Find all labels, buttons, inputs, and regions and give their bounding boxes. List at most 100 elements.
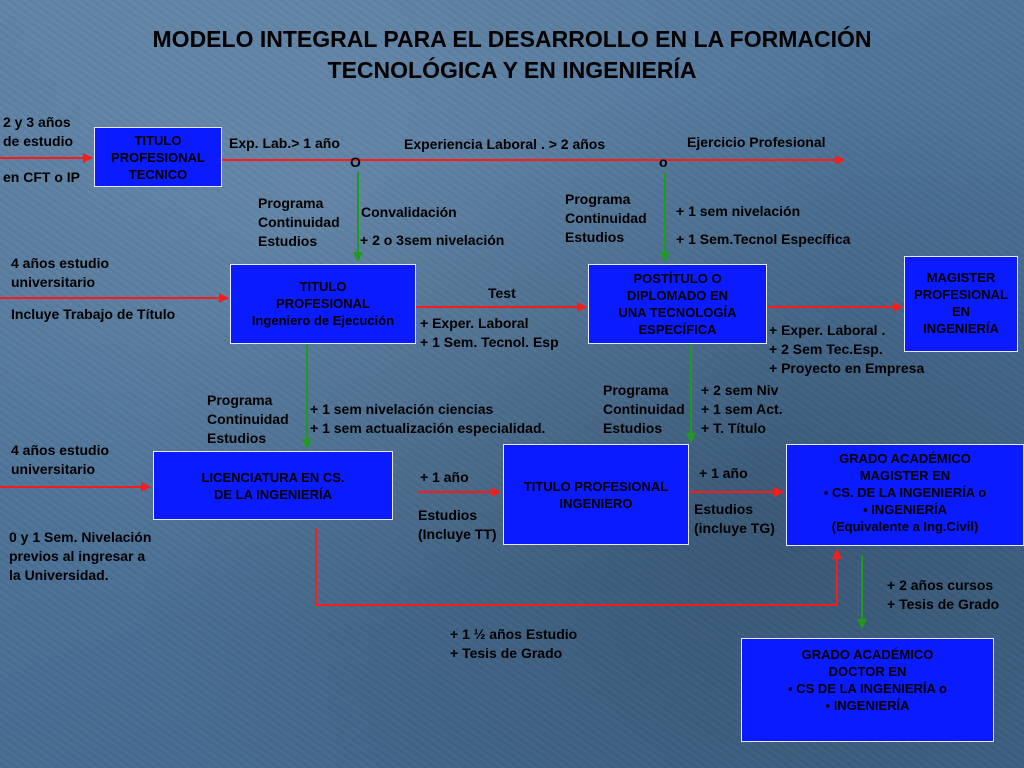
label-anos-estudio: 2 y 3 años de estudio	[3, 113, 73, 151]
box-line: ESPECÍFICA	[638, 322, 717, 337]
label-exp-lab-1: Exp. Lab.> 1 año	[229, 135, 340, 151]
label-line: Estudios	[418, 507, 478, 523]
page-title: MODELO INTEGRAL PARA EL DESARROLLO EN LA…	[0, 24, 1024, 86]
label-line: Estudios	[207, 430, 267, 446]
label-line: Estudios	[565, 229, 625, 245]
label-mas-1-ano-1: + 1 año	[420, 469, 469, 485]
label-line: + 1 sem Act.	[701, 401, 783, 417]
label-exper-laboral-2: + Exper. Laboral . + 2 Sem Tec.Esp. + Pr…	[769, 321, 924, 378]
box-line: PROFESIONAL	[276, 296, 370, 311]
box-line: TECNICO	[128, 167, 188, 182]
label-line: + T. Título	[701, 420, 766, 436]
box-postitulo-diplomado: POSTÍTULO O DIPLOMADO EN UNA TECNOLOGÍA …	[588, 264, 767, 344]
label-line: (incluye TG)	[694, 520, 775, 536]
label-line: Programa	[258, 195, 324, 211]
label-line: de estudio	[3, 133, 74, 149]
label-programa-4: Programa Continuidad Estudios	[603, 381, 685, 438]
label-test: Test	[488, 285, 516, 301]
label-nivelacion-ciencias: + 1 sem nivelación ciencias + 1 sem actu…	[310, 400, 545, 438]
label-incluye-trabajo: Incluye Trabajo de Título	[11, 306, 176, 322]
label-cuatro-anos-2: 4 años estudio universitario	[11, 441, 109, 479]
label-line: + 2 Sem Tec.Esp.	[769, 341, 883, 357]
label-line: Programa	[603, 382, 669, 398]
box-line: PROFESIONAL	[111, 150, 205, 165]
label-programa-3: Programa Continuidad Estudios	[207, 391, 289, 448]
label-sem-niv: + 2 sem Niv + 1 sem Act. + T. Título	[701, 381, 783, 438]
box-titulo-ingeniero-ejecucion: TITULO PROFESIONAL Ingeniero de Ejecució…	[230, 264, 416, 344]
box-line: INGENIERÍA	[923, 321, 999, 336]
box-line: TITULO	[134, 133, 182, 148]
label-line: universitario	[11, 461, 96, 477]
label-mas-1-ano-2: + 1 año	[699, 465, 748, 481]
box-line: UNA TECNOLOGÍA	[618, 305, 737, 320]
box-line: MAGISTER	[926, 270, 996, 285]
label-line: + Proyecto en Empresa	[769, 360, 925, 376]
box-line: Ingeniero de Ejecución	[251, 313, 395, 328]
box-grado-magister: GRADO ACADÉMICO MAGISTER EN ▪ CS. DE LA …	[786, 444, 1024, 546]
box-grado-doctor: GRADO ACADÉMICO DOCTOR EN ▪ CS DE LA ING…	[741, 638, 994, 742]
label-convalidacion: Convalidación	[361, 204, 457, 220]
label-line: Estudios	[694, 501, 754, 517]
label-programa-1: Programa Continuidad Estudios	[258, 194, 340, 251]
label-line: previos al ingresar a	[9, 548, 146, 564]
label-line: Programa	[565, 191, 631, 207]
label-line: (Incluye TT)	[418, 526, 497, 542]
label-line: + 2 años cursos	[887, 577, 994, 593]
label-cft: en CFT o IP	[3, 169, 80, 185]
box-line: LICENCIATURA EN CS.	[201, 470, 345, 485]
label-line: Continuidad	[603, 401, 685, 417]
label-estudios-tg: Estudios (incluye TG)	[694, 500, 775, 538]
label-line: la Universidad.	[9, 567, 109, 583]
box-line: TITULO	[299, 279, 347, 294]
label-line: Estudios	[603, 420, 663, 436]
label-line: + 1 sem actualización especialidad.	[310, 420, 546, 436]
box-line: DE LA INGENIERÍA	[214, 487, 332, 502]
label-exper-laboral-1: + Exper. Laboral + 1 Sem. Tecnol. Esp	[420, 314, 559, 352]
label-nivelacion-previa: 0 y 1 Sem. Nivelación previos al ingresa…	[9, 528, 151, 585]
marker-o1: O	[350, 154, 361, 170]
label-line: 4 años estudio	[11, 255, 110, 271]
box-line: ▪ INGENIERÍA	[862, 502, 948, 517]
box-line: ▪ CS DE LA INGENIERÍA o	[788, 681, 947, 696]
box-line: DIPLOMADO EN	[626, 288, 729, 303]
label-sem-nivelacion: + 1 sem nivelación	[676, 203, 801, 219]
label-line: 2 y 3 años	[3, 114, 71, 130]
label-line: + 1 ½ años Estudio	[450, 626, 578, 642]
label-line: + Exper. Laboral	[420, 315, 529, 331]
box-line: PROFESIONAL	[914, 287, 1008, 302]
label-nivelacion-3sem: + 2 o 3sem nivelación	[360, 232, 505, 248]
label-dos-anos-cursos: + 2 años cursos + Tesis de Grado	[887, 576, 999, 614]
box-line: INGENIERO	[559, 496, 633, 511]
label-line: + Exper. Laboral .	[769, 322, 886, 338]
box-line: POSTÍTULO O	[633, 271, 722, 286]
label-line: + 2 sem Niv	[701, 382, 779, 398]
title-line-2: TECNOLÓGICA Y EN INGENIERÍA	[327, 57, 697, 83]
label-line: universitario	[11, 274, 96, 290]
label-ejercicio: Ejercicio Profesional	[687, 134, 826, 150]
box-line: TITULO PROFESIONAL	[523, 479, 669, 494]
box-line: ▪ CS. DE LA INGENIERÍA o	[823, 485, 987, 500]
label-line: + Tesis de Grado	[450, 645, 563, 661]
label-uno-medio-anos: + 1 ½ años Estudio + Tesis de Grado	[450, 625, 577, 663]
box-line: DOCTOR EN	[828, 664, 907, 679]
marker-o2: o	[659, 154, 668, 170]
label-line: 0 y 1 Sem. Nivelación	[9, 529, 152, 545]
box-titulo-profesional-tecnico: TITULO PROFESIONAL TECNICO	[94, 127, 222, 187]
box-line: (Equivalente a Ing.Civil)	[831, 519, 979, 534]
label-programa-2: Programa Continuidad Estudios	[565, 190, 647, 247]
label-cuatro-anos-1: 4 años estudio universitario	[11, 254, 109, 292]
box-titulo-ingeniero: TITULO PROFESIONAL INGENIERO	[503, 444, 689, 545]
box-line: GRADO ACADÉMICO	[801, 647, 934, 662]
box-line: GRADO ACADÉMICO	[839, 451, 971, 466]
title-line-1: MODELO INTEGRAL PARA EL DESARROLLO EN LA…	[152, 26, 872, 52]
label-line: + 1 Sem. Tecnol. Esp	[420, 334, 559, 350]
label-line: Continuidad	[258, 214, 340, 230]
label-line: Continuidad	[565, 210, 647, 226]
box-magister-profesional: MAGISTER PROFESIONAL EN INGENIERÍA	[904, 256, 1018, 352]
label-line: + Tesis de Grado	[887, 596, 1000, 612]
label-line: Continuidad	[207, 411, 289, 427]
label-line: Estudios	[258, 233, 318, 249]
label-sem-tecnol: + 1 Sem.Tecnol Específica	[676, 231, 851, 247]
label-line: 4 años estudio	[11, 442, 110, 458]
label-estudios-tt: Estudios (Incluye TT)	[418, 506, 497, 544]
